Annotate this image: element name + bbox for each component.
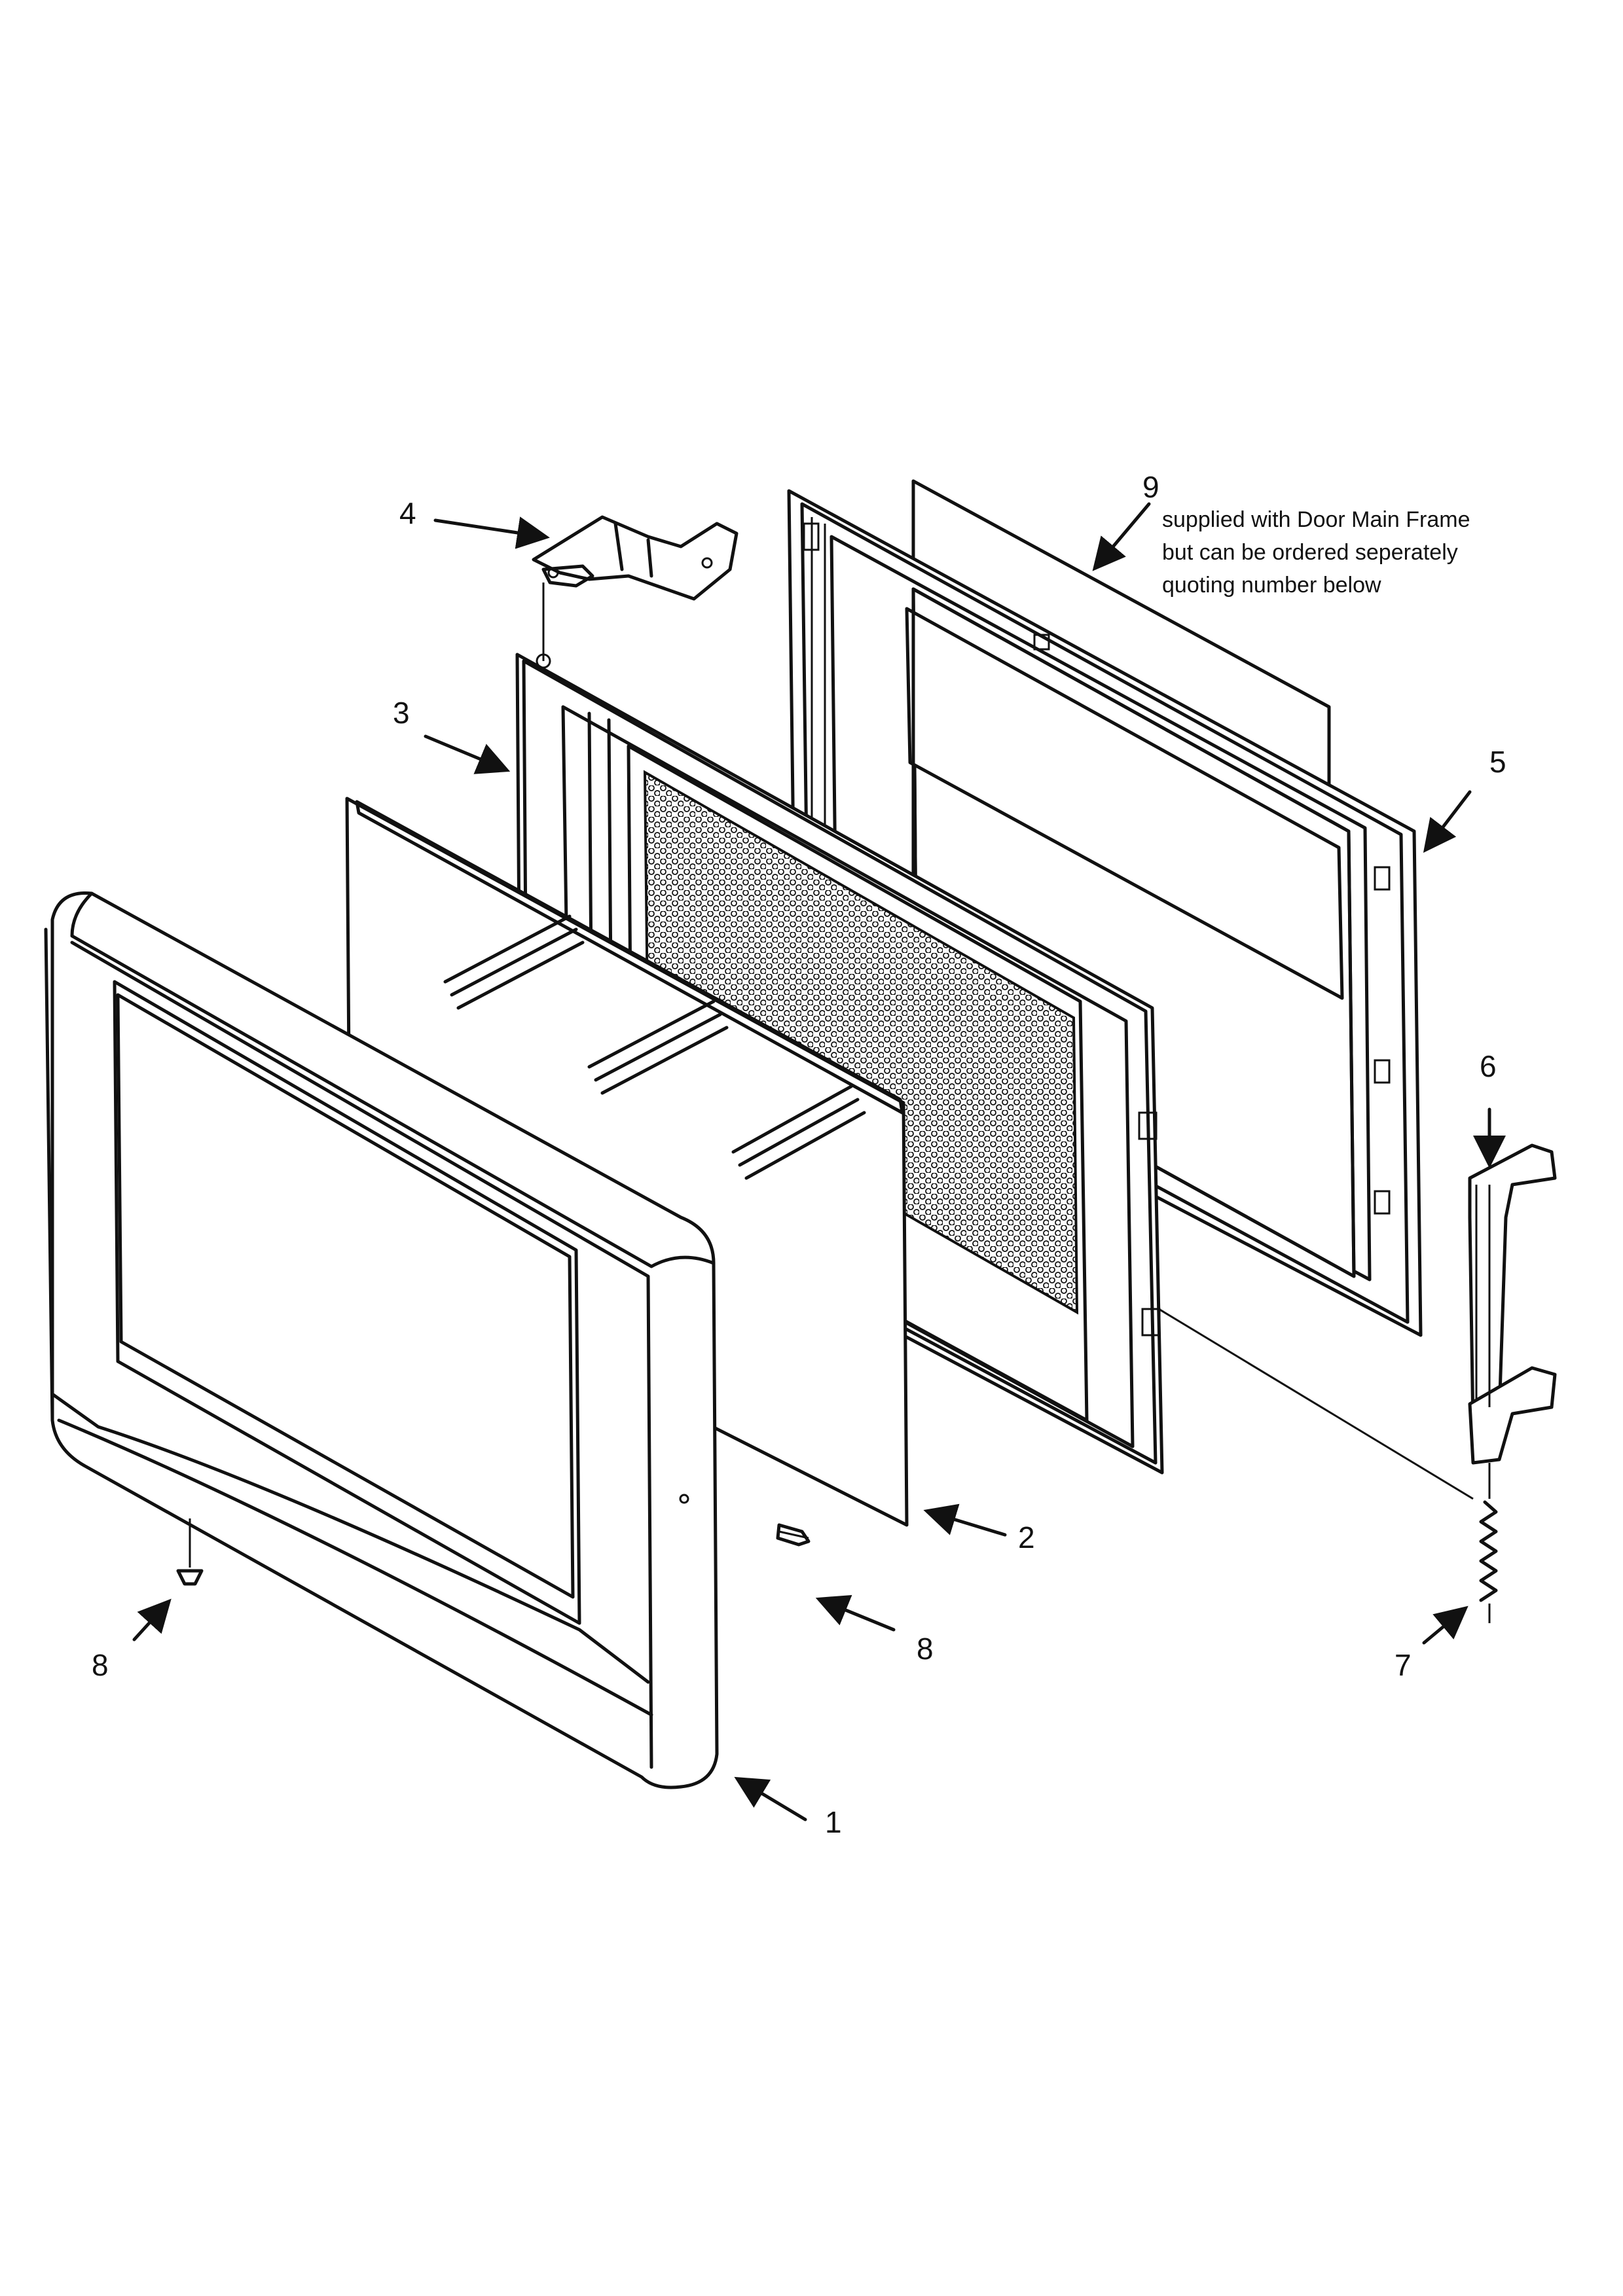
arrow-to-part-5 [1423, 790, 1472, 853]
callout-8-side: 8 [917, 1632, 934, 1666]
part-2-glass-panel [345, 797, 909, 1527]
callout-8-bottom: 8 [92, 1648, 109, 1682]
arrow-to-part-1 [734, 1776, 807, 1821]
part-1-door-outer-frame [44, 891, 719, 1789]
arrow-to-part-7 [1422, 1605, 1468, 1645]
note-line-3: quoting number below [1162, 573, 1381, 598]
arrow-to-part-8-side [815, 1595, 896, 1632]
arrow-to-part-9 [1092, 502, 1151, 571]
note-line-1: supplied with Door Main Frame [1162, 507, 1470, 532]
arrow-to-part-3 [424, 734, 511, 774]
callout-3: 3 [393, 696, 410, 730]
callout-9: 9 [1142, 470, 1159, 504]
part-4-hinge-bracket [532, 515, 739, 669]
part-8-screw-bottom [176, 1518, 204, 1586]
note-line-2: but can be ordered seperately [1162, 540, 1458, 565]
callout-4: 4 [399, 496, 416, 530]
part-6-latch [1468, 1143, 1557, 1465]
callout-1: 1 [825, 1805, 842, 1839]
part-7-spring [1479, 1463, 1498, 1623]
callout-6: 6 [1480, 1049, 1497, 1083]
arrow-to-part-8-bottom [132, 1598, 172, 1641]
callout-7: 7 [1395, 1648, 1412, 1682]
arrow-to-part-2 [923, 1503, 1007, 1537]
arrow-to-part-4 [433, 516, 550, 549]
part-8-screw-side [776, 1523, 811, 1547]
callout-5: 5 [1489, 745, 1506, 779]
callout-2: 2 [1018, 1520, 1035, 1554]
